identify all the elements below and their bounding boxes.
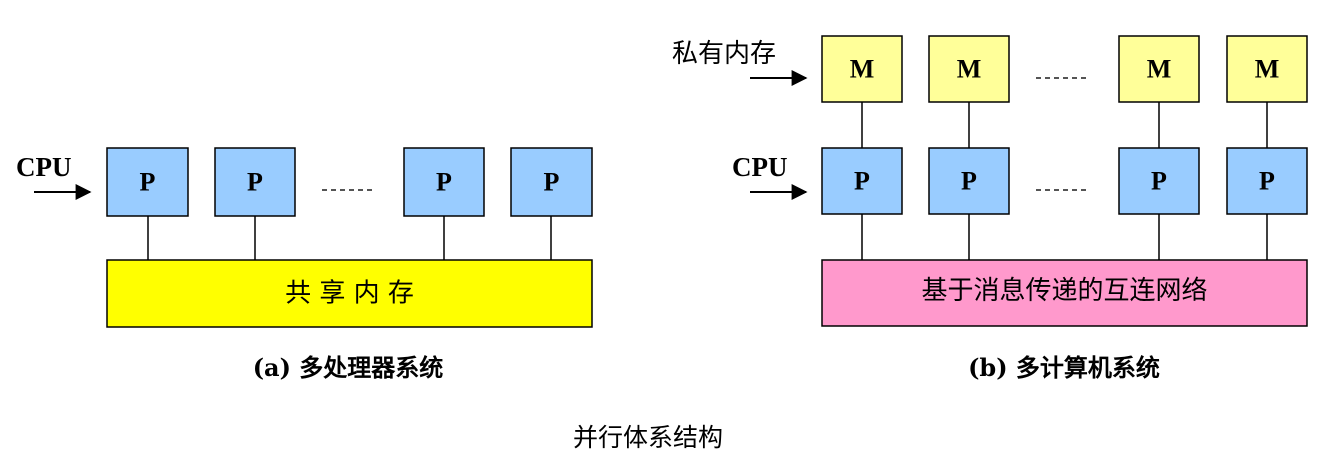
shared-memory-box: 共 享 内 存 [106, 259, 593, 328]
memory-box: M [928, 35, 1010, 103]
processor-box: P [214, 147, 296, 217]
memory-rect [928, 35, 1010, 103]
processor-label: P [961, 167, 977, 196]
memory-label: M [1147, 55, 1172, 84]
processor-box: P [510, 147, 593, 217]
multiprocessor-panel: CPU P P P P 共 享 内 存 (a) 多处理 [16, 147, 593, 382]
memory-label: M [850, 55, 875, 84]
processor-box: P [1118, 147, 1200, 215]
memory-box: M [821, 35, 903, 103]
cpu-label-left: CPU [16, 152, 72, 182]
multicomputer-panel: 私有内存 CPU M M M M [672, 35, 1308, 382]
memory-rect [821, 35, 903, 103]
memory-label: M [957, 55, 982, 84]
processor-rect [1226, 147, 1308, 215]
processor-rect [510, 147, 593, 217]
processor-rect [214, 147, 296, 217]
memory-rect [1118, 35, 1200, 103]
interconnect-network-box: 基于消息传递的互连网络 [821, 259, 1308, 327]
interconnect-network-rect [821, 259, 1308, 327]
private-memory-label: 私有内存 [672, 39, 776, 69]
figure-title: 并行体系结构 [573, 423, 723, 452]
processor-label: P [1151, 167, 1167, 196]
processor-box: P [1226, 147, 1308, 215]
processor-label: P [140, 168, 156, 197]
processor-box: P [106, 147, 189, 217]
processor-box: P [928, 147, 1010, 215]
processor-label: P [1259, 167, 1275, 196]
shared-memory-rect [106, 259, 593, 328]
processor-label: P [544, 168, 560, 197]
interconnect-network-label: 基于消息传递的互连网络 [921, 276, 1207, 306]
processor-rect [106, 147, 189, 217]
caption-multiprocessor: (a) 多处理器系统 [253, 353, 444, 382]
caption-multicomputer: (b) 多计算机系统 [968, 353, 1160, 382]
processor-box: P [403, 147, 485, 217]
processor-label: P [854, 167, 870, 196]
shared-memory-label: 共 享 内 存 [285, 279, 414, 309]
processor-label: P [247, 168, 263, 197]
memory-box: M [1118, 35, 1200, 103]
processor-rect [403, 147, 485, 217]
memory-rect [1226, 35, 1308, 103]
processor-rect [928, 147, 1010, 215]
memory-box: M [1226, 35, 1308, 103]
processor-rect [821, 147, 903, 215]
memory-label: M [1255, 55, 1280, 84]
cpu-label-right: CPU [732, 152, 788, 182]
processor-rect [1118, 147, 1200, 215]
processor-label: P [436, 168, 452, 197]
processor-box: P [821, 147, 903, 215]
